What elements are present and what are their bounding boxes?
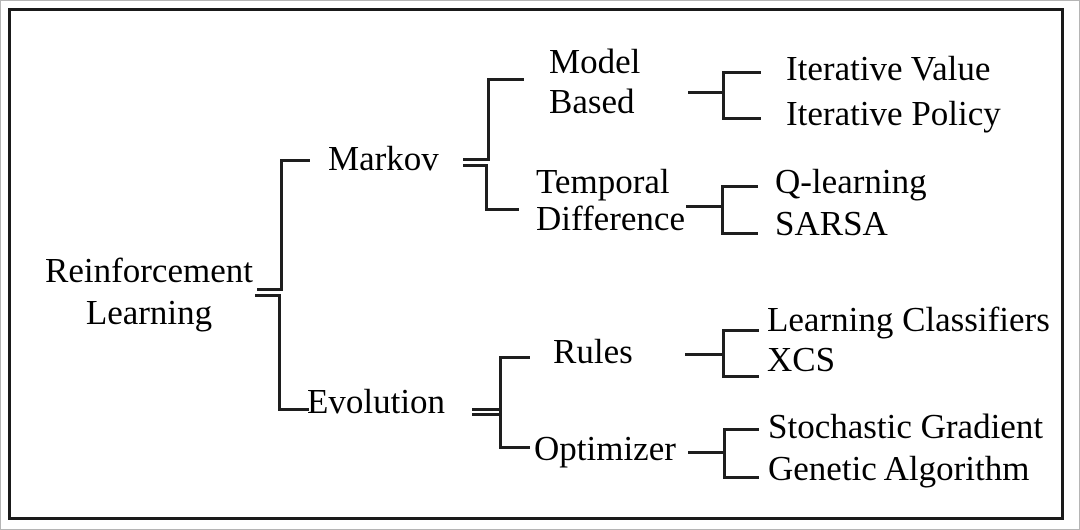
leaf-label-xcs: XCS <box>767 340 836 379</box>
temporal-difference-bracket-vertical <box>721 185 724 235</box>
iterative-value-tick <box>722 71 761 74</box>
learning-classifiers-tick <box>722 329 759 332</box>
markov-bracket-vertical-upper <box>487 78 490 161</box>
model-based-connector-line <box>688 91 724 94</box>
optimizer-tick <box>499 446 530 449</box>
leaf-label-stochastic-gradient: Stochastic Gradient <box>768 407 1044 446</box>
group-label-temporal-difference: Temporal Difference <box>536 162 685 238</box>
markov-bracket-vertical-lower <box>485 164 488 211</box>
evolution-junction-line-lower <box>472 413 501 416</box>
rules-tick <box>499 356 530 359</box>
evolution-junction-line-upper <box>472 408 501 411</box>
rules-connector-line <box>685 353 724 356</box>
markov-branch-tick <box>280 159 310 162</box>
markov-junction-line-upper <box>463 158 490 161</box>
leaf-label-iterative-value: Iterative Value <box>786 49 991 88</box>
optimizer-connector-line <box>688 451 725 454</box>
rules-bracket-vertical <box>722 329 725 378</box>
model-based-tick <box>487 78 524 81</box>
optimizer-bracket-vertical <box>723 428 726 479</box>
evolution-bracket-vertical <box>499 356 502 449</box>
temporal-difference-tick <box>485 208 519 211</box>
root-label-reinforcement-learning: Reinforcement Learning <box>45 251 253 332</box>
leaf-label-learning-classifiers: Learning Classifiers <box>767 300 1050 339</box>
evolution-branch-tick <box>278 408 309 411</box>
leaf-label-genetic-algorithm: Genetic Algorithm <box>768 449 1030 488</box>
model-based-bracket-vertical <box>722 71 725 120</box>
root-junction-line-lower <box>255 294 281 297</box>
genetic-algorithm-tick <box>723 476 759 479</box>
group-label-rules: Rules <box>553 332 633 371</box>
root-bracket-vertical-lower <box>278 294 281 411</box>
branch-label-evolution: Evolution <box>307 382 446 421</box>
group-label-optimizer: Optimizer <box>534 429 676 468</box>
xcs-tick <box>722 375 759 378</box>
stochastic-gradient-tick <box>723 428 759 431</box>
branch-label-markov: Markov <box>328 139 439 178</box>
markov-junction-line-lower <box>463 164 488 167</box>
q-learning-tick <box>721 185 758 188</box>
diagram-border <box>8 8 1064 520</box>
leaf-label-q-learning: Q-learning <box>775 162 927 201</box>
group-label-model-based: Model Based <box>549 42 641 121</box>
leaf-label-sarsa: SARSA <box>775 204 888 243</box>
root-junction-line-upper <box>257 288 283 291</box>
iterative-policy-tick <box>722 117 761 120</box>
temporal-difference-connector-line <box>686 205 724 208</box>
root-bracket-vertical-upper <box>280 159 283 291</box>
sarsa-tick <box>721 232 758 235</box>
leaf-label-iterative-policy: Iterative Policy <box>786 94 1001 133</box>
